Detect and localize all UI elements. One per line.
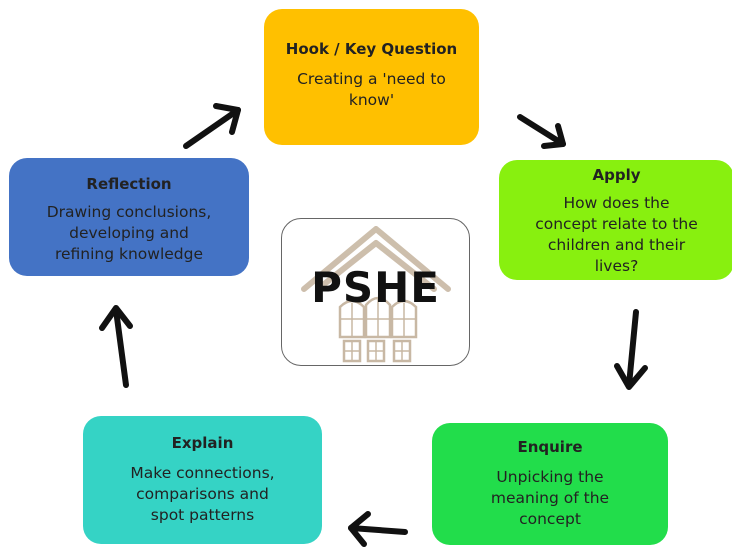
reflection-box: Reflection Drawing conclusions, developi… [9,158,249,276]
arrow-enquire-to-explain [348,511,408,547]
enquire-box: Enquire Unpicking the meaning of the con… [432,423,668,545]
hook-key-question-box: Hook / Key Question Creating a 'need to … [264,9,479,145]
enquire-title: Enquire [517,438,583,456]
explain-box: Explain Make connections, comparisons an… [83,416,322,544]
school-house-icon [301,226,451,363]
pshe-logo: PSHE [281,218,470,366]
arrow-explain-to-reflection [99,305,133,388]
explain-title: Explain [171,434,234,452]
arrow-apply-to-enquire [614,309,648,390]
enquire-description: Unpicking the meaning of the concept [490,468,610,528]
reflection-title: Reflection [86,175,172,193]
reflection-description: Drawing conclusions, developing and refi… [46,203,212,263]
hook-description: Creating a 'need to know' [297,70,446,109]
pshe-logo-text: PSHE [311,263,440,312]
arrow-reflection-to-hook [183,103,241,149]
hook-title: Hook / Key Question [285,40,458,58]
apply-box: Apply How does the concept relate to the… [499,160,732,280]
explain-description: Make connections, comparisons and spot p… [130,464,275,524]
arrow-hook-to-apply [517,114,566,149]
apply-description: How does the concept relate to the child… [535,194,698,275]
apply-title: Apply [592,166,641,184]
